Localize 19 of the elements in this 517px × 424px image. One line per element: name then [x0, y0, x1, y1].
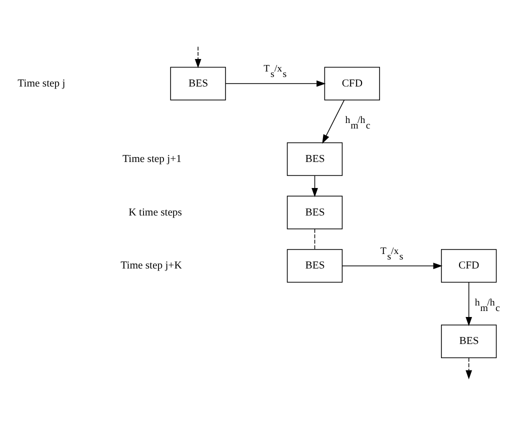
label: Time step j+1	[122, 152, 182, 164]
node-box: BES	[286, 142, 343, 176]
node-box: CFD	[324, 66, 380, 100]
arrow	[342, 262, 442, 269]
arrow	[466, 281, 472, 326]
node-box: BES	[286, 248, 343, 282]
arrow	[194, 46, 202, 68]
label: Time step j+K	[120, 259, 182, 272]
label: K time steps	[128, 206, 182, 218]
connector	[314, 228, 316, 250]
arrow	[322, 99, 345, 144]
node-box: BES	[286, 195, 343, 229]
arrow	[466, 357, 472, 379]
arrow	[312, 174, 318, 197]
node-box: BES	[440, 324, 497, 358]
label: Time step j	[18, 76, 66, 89]
arrow	[225, 80, 326, 86]
node-box: CFD	[440, 248, 497, 282]
node-box: BES	[170, 66, 226, 100]
